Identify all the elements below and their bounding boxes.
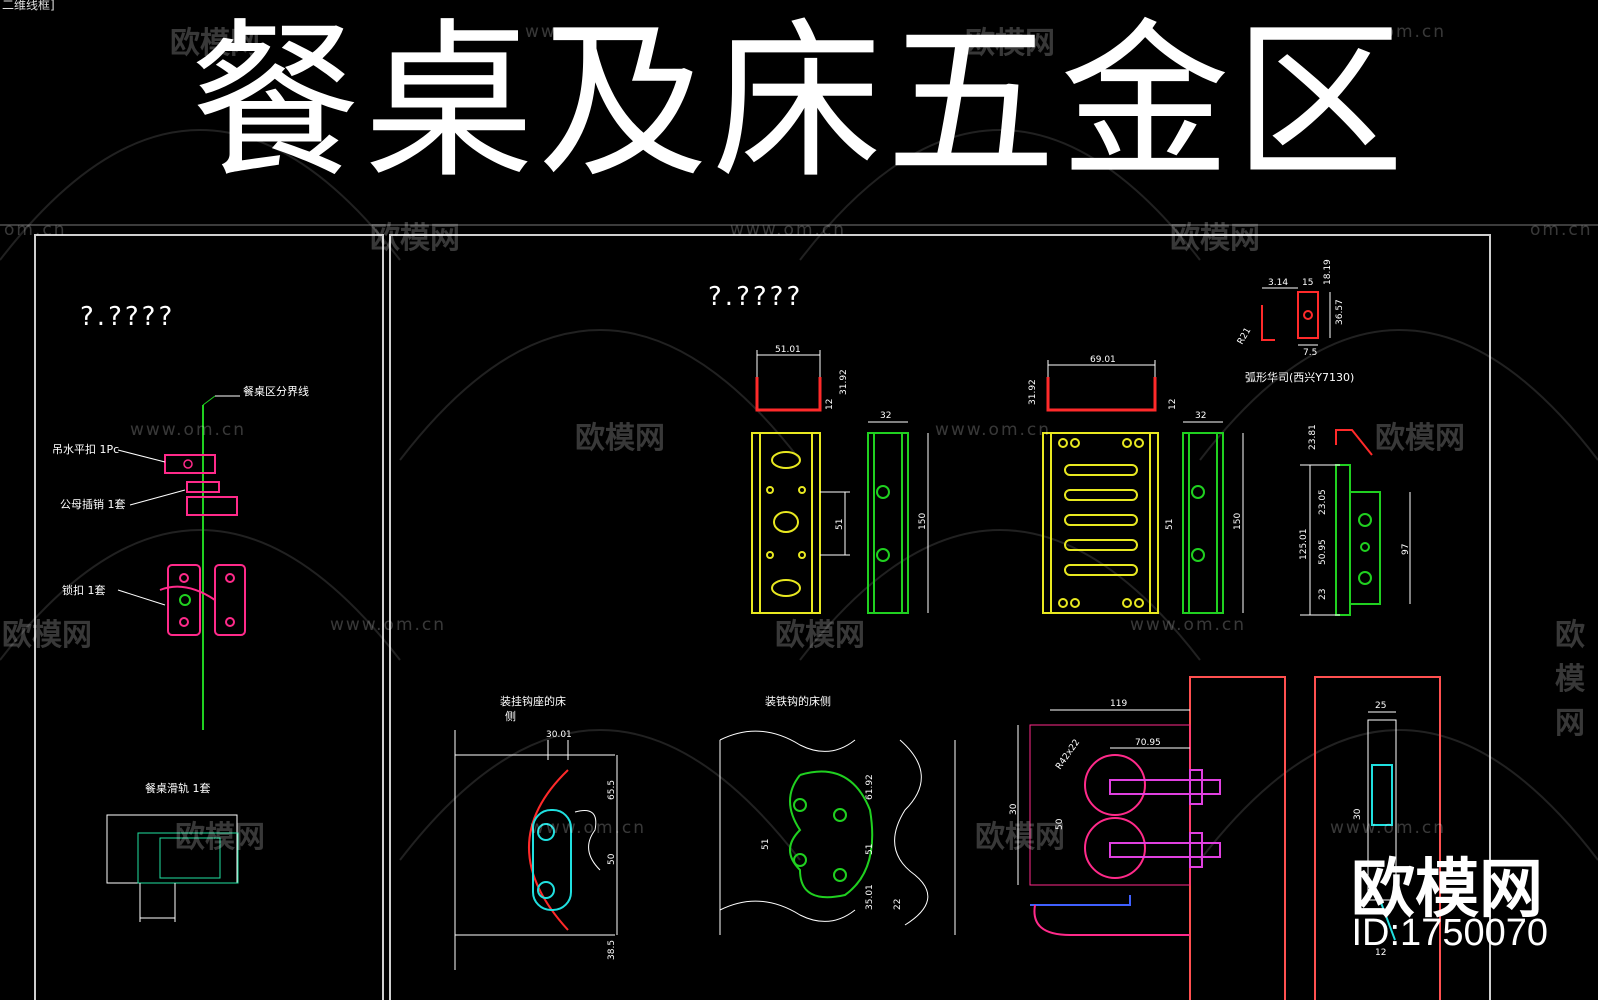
svg-text:51: 51	[1165, 519, 1175, 530]
svg-text:69.01: 69.01	[1090, 355, 1116, 365]
watermark-brand: 欧模网	[1375, 421, 1465, 456]
watermark-url: www.om.cn	[530, 818, 647, 838]
svg-text:119: 119	[1110, 699, 1127, 709]
svg-text:25: 25	[1375, 701, 1386, 711]
watermark-arcs	[0, 129, 1598, 861]
bed-hook-seat	[454, 730, 615, 970]
watermark-brand: 欧模网	[1555, 618, 1585, 741]
watermark-url: www.om.cn	[730, 220, 847, 240]
svg-text:30: 30	[1353, 808, 1363, 820]
hook-washer	[1261, 291, 1319, 341]
watermark-url: www.om.cn	[1330, 818, 1447, 838]
right-heading: ?.????	[708, 282, 803, 312]
watermark-brand: 欧模网	[1170, 221, 1260, 256]
svg-text:50: 50	[1055, 818, 1065, 830]
watermark-brand: 欧模网	[575, 421, 665, 456]
watermark-brand: 欧模网	[975, 820, 1065, 855]
label-bed-side-b: 装铁钩的床侧	[765, 694, 831, 708]
svg-text:12: 12	[1375, 948, 1386, 958]
svg-text:31.92: 31.92	[1028, 379, 1038, 405]
svg-text:30: 30	[1009, 803, 1019, 815]
watermark-url: www.om.cn	[1130, 615, 1247, 635]
label-divider: 餐桌区分界线	[243, 384, 309, 398]
page-title: 餐桌及床五金区	[189, 4, 1408, 202]
svg-text:23.81: 23.81	[1308, 424, 1318, 450]
svg-text:7.5: 7.5	[1303, 348, 1317, 358]
svg-text:150: 150	[1233, 513, 1243, 530]
label-bed-side-a: 装挂钩座的床	[500, 694, 566, 708]
watermark-brand: 欧模网	[2, 618, 92, 653]
svg-text:50: 50	[607, 853, 617, 865]
lock-part	[117, 564, 246, 636]
bed-iron-hook	[719, 730, 956, 935]
svg-text:70.95: 70.95	[1135, 738, 1161, 748]
watermark-brand: 欧模网	[370, 221, 460, 256]
svg-text:22: 22	[893, 899, 903, 910]
svg-text:36.57: 36.57	[1335, 299, 1345, 325]
svg-text:51: 51	[865, 844, 875, 855]
watermark-brand-large: 欧模网	[1351, 853, 1543, 927]
watermark-id: ID:1750070	[1351, 912, 1549, 954]
green-plate-a	[867, 432, 909, 614]
dim-a1: 51.01	[775, 345, 801, 355]
watermark-brand: 欧模网	[775, 618, 865, 653]
svg-text:51: 51	[835, 519, 845, 530]
svg-text:侧: 侧	[505, 710, 516, 723]
green-plate-b	[1182, 432, 1224, 614]
svg-text:30.01: 30.01	[546, 730, 572, 740]
svg-text:23: 23	[1318, 589, 1328, 600]
svg-text:23.05: 23.05	[1318, 489, 1328, 515]
watermark-brand: 欧模网	[965, 26, 1055, 61]
label-hook-part: 弧形华司(西兴Y7130)	[1245, 370, 1354, 384]
svg-text:38.5: 38.5	[607, 940, 617, 960]
svg-text:51: 51	[761, 839, 771, 850]
watermark-url: om.cn	[4, 220, 67, 240]
svg-text:125.01: 125.01	[1299, 529, 1309, 561]
svg-text:31.92: 31.92	[839, 369, 849, 395]
watermark-url: om.cn	[1530, 220, 1593, 240]
watermark-brand: 欧模网	[170, 26, 260, 61]
svg-text:32: 32	[880, 411, 891, 421]
svg-text:12: 12	[825, 399, 835, 410]
svg-text:3.14: 3.14	[1268, 278, 1288, 288]
label-level-clip: 吊水平扣 1Pc	[52, 442, 119, 456]
svg-text:50.95: 50.95	[1318, 539, 1328, 565]
corner-label: 二维线框]	[2, 0, 55, 12]
red-channel-b	[1046, 377, 1157, 412]
svg-text:R42x22: R42x22	[1054, 738, 1082, 772]
svg-text:18.19: 18.19	[1323, 259, 1333, 285]
hinge-part	[1335, 429, 1381, 616]
bolt-assembly	[1029, 676, 1441, 1000]
left-frame	[34, 234, 384, 1000]
watermark-url: www.om.cn	[525, 22, 642, 42]
svg-text:32: 32	[1195, 411, 1206, 421]
svg-text:65.5: 65.5	[607, 780, 617, 800]
svg-text:35.01: 35.01	[865, 884, 875, 910]
watermark-url: www.om.cn	[130, 420, 247, 440]
red-channel-a	[755, 377, 822, 412]
rail-part	[106, 814, 239, 922]
svg-text:15: 15	[1302, 278, 1313, 288]
svg-text:97: 97	[1401, 544, 1411, 555]
right-frame	[389, 234, 1491, 1000]
watermark-brand: 欧模网	[175, 820, 265, 855]
label-pin: 公母插销 1套	[60, 497, 126, 511]
pin-part	[129, 481, 238, 516]
watermark-url: www.om.cn	[330, 615, 447, 635]
yellow-plate-a	[751, 432, 821, 614]
level-clip-part	[117, 449, 216, 474]
svg-text:12: 12	[1168, 399, 1178, 410]
svg-text:R21: R21	[1236, 326, 1254, 346]
svg-text:61.92: 61.92	[865, 774, 875, 800]
label-rail: 餐桌滑轨 1套	[145, 781, 211, 795]
yellow-plate-b	[1042, 432, 1159, 614]
left-heading: ?.????	[80, 302, 175, 332]
svg-text:150: 150	[918, 513, 928, 530]
watermark-url: www.om.cn	[935, 420, 1052, 440]
label-lock: 锁扣 1套	[62, 583, 106, 597]
watermark-url: www.om.cn	[1330, 22, 1447, 42]
